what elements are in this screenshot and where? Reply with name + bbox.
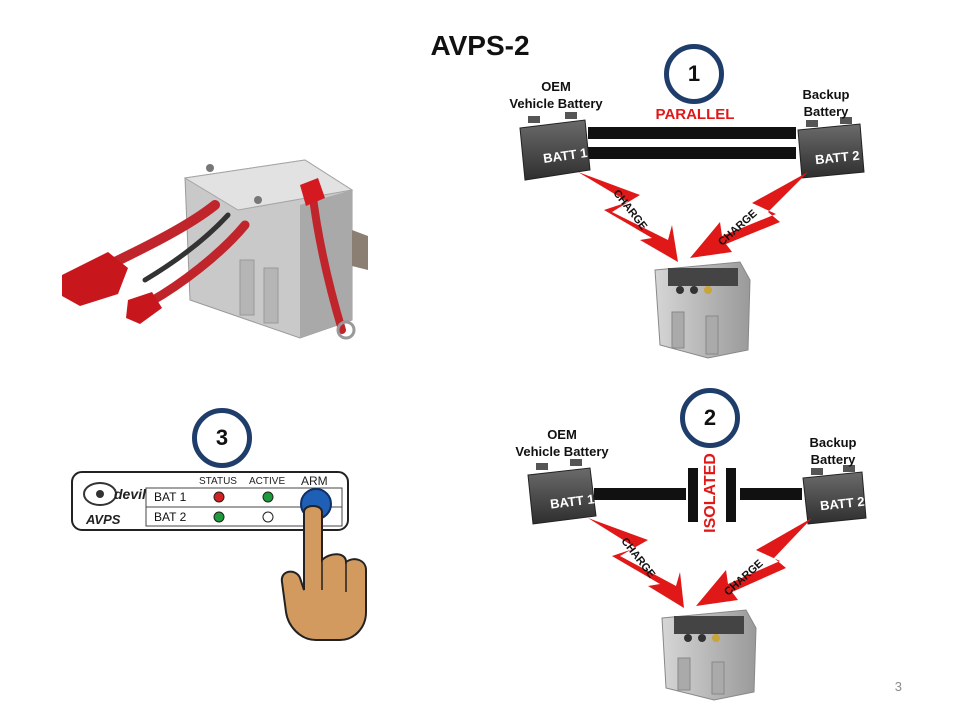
label-line: Backup — [802, 87, 850, 102]
page-number: 3 — [894, 679, 902, 694]
label-line: Battery — [803, 104, 849, 119]
step-number: 1 — [687, 61, 701, 86]
parallel-bar-top — [588, 127, 796, 139]
page-title: AVPS-2 — [430, 30, 530, 61]
label-line: Backup — [809, 435, 857, 450]
isolator-plate-left — [688, 468, 698, 522]
brand-logo-icon — [83, 482, 117, 506]
bat1-active-led — [262, 491, 274, 503]
charge-arrow-left — [588, 518, 684, 608]
label-line: Vehicle Battery — [509, 96, 603, 111]
isolated-diagram — [527, 459, 867, 701]
bat2-status-led — [213, 511, 225, 523]
mode-isolated-label: ISOLATED — [702, 453, 719, 533]
parallel-diagram — [519, 112, 865, 359]
model-name: AVPS — [86, 512, 121, 527]
step-number: 3 — [215, 425, 229, 450]
step-badge-3: 3 — [192, 408, 252, 468]
col-status: STATUS — [199, 476, 237, 487]
charge-arrow-right — [696, 518, 812, 606]
row-bat2: BAT 2 — [154, 510, 187, 524]
charge-arrow-left — [578, 172, 678, 262]
backup-battery-label: Backup Battery — [786, 86, 866, 120]
col-active: ACTIVE — [249, 476, 286, 487]
backup-battery-label: Backup Battery — [793, 434, 873, 468]
avps-device-photo — [62, 159, 368, 340]
isolator-plate-right — [726, 468, 736, 522]
battery-icon — [519, 112, 591, 181]
parallel-bar-bottom — [588, 147, 796, 159]
brand-name: devil — [114, 486, 146, 502]
step-badge-1: 1 — [664, 44, 724, 104]
bat1-status-led — [213, 491, 225, 503]
label-line: Vehicle Battery — [515, 444, 609, 459]
avps-module-icon — [654, 261, 751, 359]
battery-icon — [527, 459, 597, 525]
bat2-active-led — [262, 511, 274, 523]
row-bat1: BAT 1 — [154, 490, 187, 504]
hand-pointer-icon — [280, 505, 367, 641]
charge-arrow-right — [690, 172, 808, 258]
isolated-bar-right — [740, 488, 802, 500]
battery-icon — [802, 465, 867, 525]
control-panel — [71, 471, 349, 531]
step-badge-2: 2 — [680, 388, 740, 448]
label-line: Battery — [810, 452, 856, 467]
oem-battery-label: OEM Vehicle Battery — [496, 78, 616, 112]
isolated-bar-left — [594, 488, 686, 500]
battery-icon — [797, 117, 865, 179]
mode-parallel-label: PARALLEL — [655, 106, 735, 123]
label-line: OEM — [541, 79, 571, 94]
step-number: 2 — [703, 405, 717, 430]
col-arm: ARM — [301, 474, 328, 488]
label-line: OEM — [547, 427, 577, 442]
avps-module-icon — [661, 609, 757, 701]
oem-battery-label: OEM Vehicle Battery — [502, 426, 622, 460]
